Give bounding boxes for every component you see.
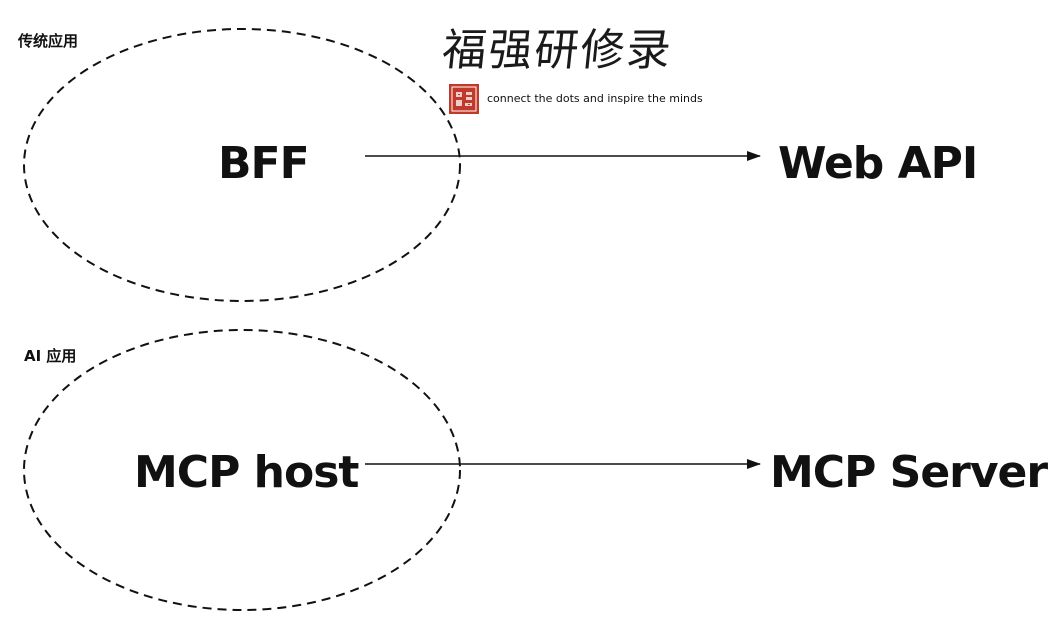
mcp-server-node: MCP Server xyxy=(770,447,1048,498)
mcp-host-node: MCP host xyxy=(134,447,359,498)
logo-tagline: connect the dots and inspire the minds xyxy=(487,92,703,105)
traditional-app-label: 传统应用 xyxy=(18,32,79,50)
logo-title: 福强研修录 xyxy=(439,25,676,76)
ai-app-label: AI 应用 xyxy=(24,347,77,365)
brand-logo: 福强研修录 connect the dots and inspire the m… xyxy=(439,12,733,116)
web-api-node: Web API xyxy=(778,138,978,189)
seal-icon xyxy=(449,84,479,114)
bff-node: BFF xyxy=(218,138,310,189)
traditional-app-boundary xyxy=(23,28,461,302)
ai-app-boundary xyxy=(23,329,461,611)
